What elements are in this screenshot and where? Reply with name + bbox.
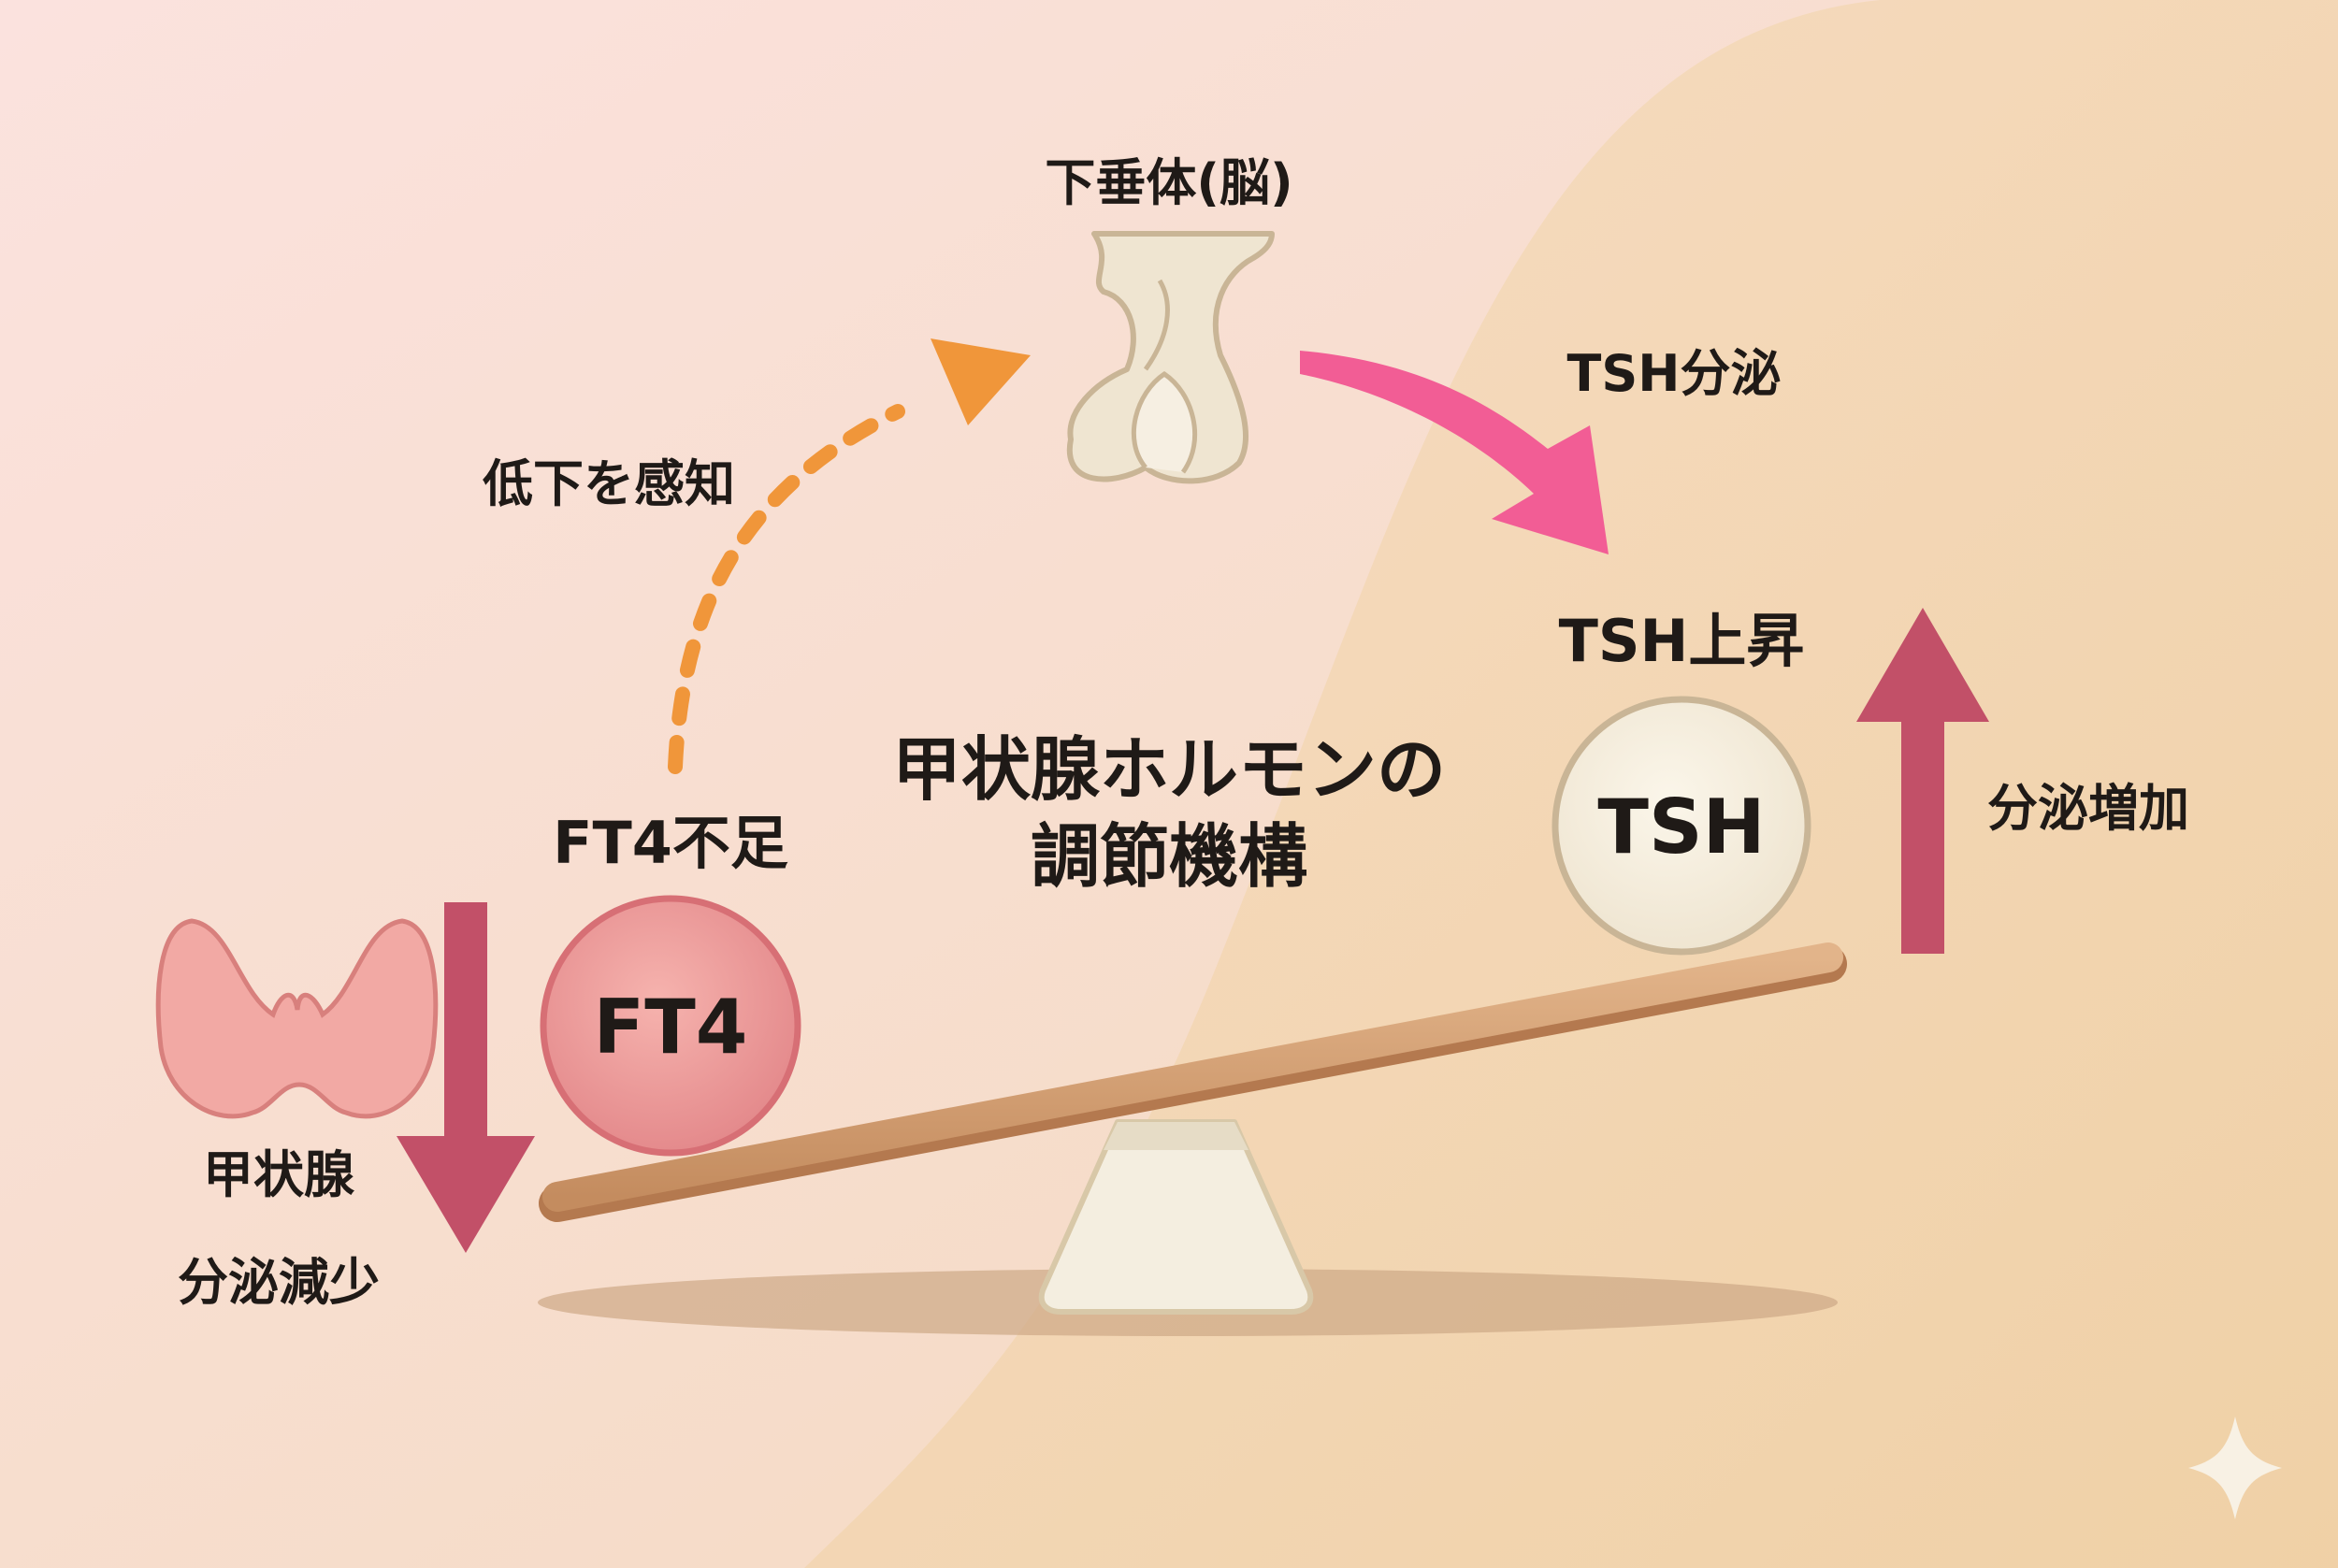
secretion-increase-label: 分泌増加 — [1987, 779, 2189, 838]
decrease-arrow — [397, 902, 535, 1253]
ft4-ball-label: FT4 — [593, 984, 748, 1071]
diagram-title-line2: 調節機構 — [1031, 816, 1307, 897]
tsh-ball-label: TSH — [1597, 784, 1766, 870]
diagram-title: 甲状腺ホルモンの 調節機構 — [892, 727, 1446, 900]
ft4-deficit-label: FT4不足 — [553, 809, 788, 877]
thyroid-label: 甲状腺 — [203, 1145, 354, 1204]
tsh-secretion-arrow — [1300, 351, 1609, 554]
thyroid-icon — [155, 918, 439, 1119]
sensing-arrow-head — [931, 338, 1031, 425]
fulcrum-shade — [1104, 1122, 1248, 1150]
pituitary-label: 下垂体(脳) — [1045, 153, 1293, 212]
fulcrum — [1038, 1119, 1314, 1315]
tsh-rise-label: TSH上昇 — [1558, 607, 1805, 675]
sparkle-icon — [2188, 1417, 2282, 1519]
seesaw-beam — [542, 942, 1843, 1212]
increase-arrow — [1856, 608, 1989, 954]
secretion-decrease-label: 分泌減少 — [178, 1253, 380, 1312]
diagram-title-line1: 甲状腺ホルモンの — [892, 729, 1446, 811]
ft4-ball — [540, 895, 801, 1157]
sensing-label: 低下を感知 — [483, 454, 735, 513]
pituitary-icon — [1066, 231, 1275, 484]
sensing-arrow — [668, 404, 905, 774]
tsh-secretion-label: TSH分泌 — [1566, 344, 1782, 403]
tsh-ball — [1551, 696, 1811, 956]
